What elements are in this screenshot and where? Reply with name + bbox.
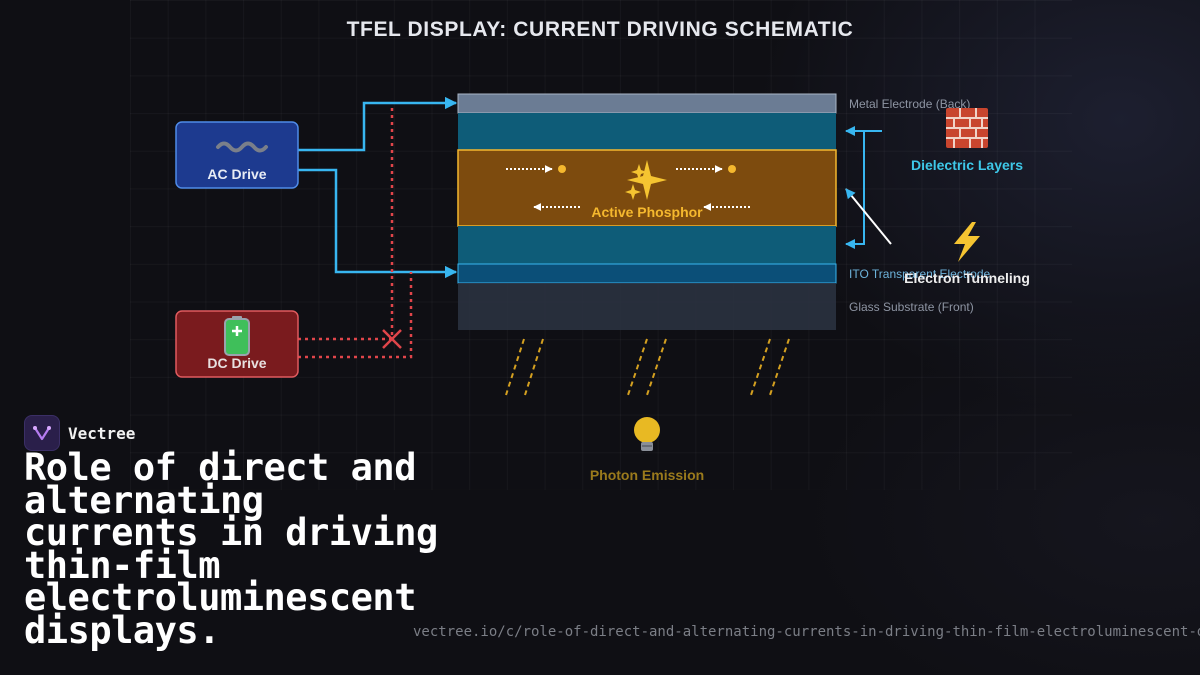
phosphor-label: Active Phosphor [591,204,703,220]
lightbulb-icon [634,417,660,451]
brick-icon [946,108,988,148]
metal-electrode-layer [457,93,837,114]
headline: Role of direct and alternating currents … [24,446,438,652]
dc-wiring [298,104,413,359]
tunneling-pointer [845,188,892,245]
photon-rays [505,338,790,396]
sparkle-icon [625,160,667,200]
brand: Vectree [24,415,135,451]
diagram-title: TFEL DISPLAY: CURRENT DRIVING SCHEMATIC [346,18,854,41]
brand-name: Vectree [68,423,136,443]
metal-electrode-label: Metal Electrode (Back) [849,97,970,111]
vectree-logo-icon [24,415,60,451]
electron-dot [728,165,736,173]
dielectric-top-layer [458,113,836,150]
electron-flow [506,165,750,211]
glass-substrate-layer [458,283,836,330]
ac-drive-box: AC Drive [175,121,299,189]
source-url[interactable]: vectree.io/c/role-of-direct-and-alternat… [413,624,1200,640]
layer-stack [457,93,837,330]
dc-drive-label: DC Drive [207,355,266,371]
ito-electrode-layer [457,263,837,284]
dielectric-bottom-layer [458,226,836,264]
dc-drive-box: DC Drive [175,310,299,378]
dielectric-label: Dielectric Layers [911,157,1023,173]
battery-icon [224,316,250,356]
blocked-x-icon [382,329,402,349]
lightning-icon [954,222,980,262]
electron-dot [558,165,566,173]
wave-icon [216,141,268,153]
ac-drive-label: AC Drive [207,166,266,182]
ac-wiring [298,96,458,279]
dielectric-bracket [845,126,882,249]
glass-substrate-label: Glass Substrate (Front) [849,300,974,314]
tunneling-label: Electron Tunneling [904,270,1030,286]
photon-label: Photon Emission [590,467,704,483]
ito-electrode-label: ITO Transparent Electrode [849,267,991,281]
